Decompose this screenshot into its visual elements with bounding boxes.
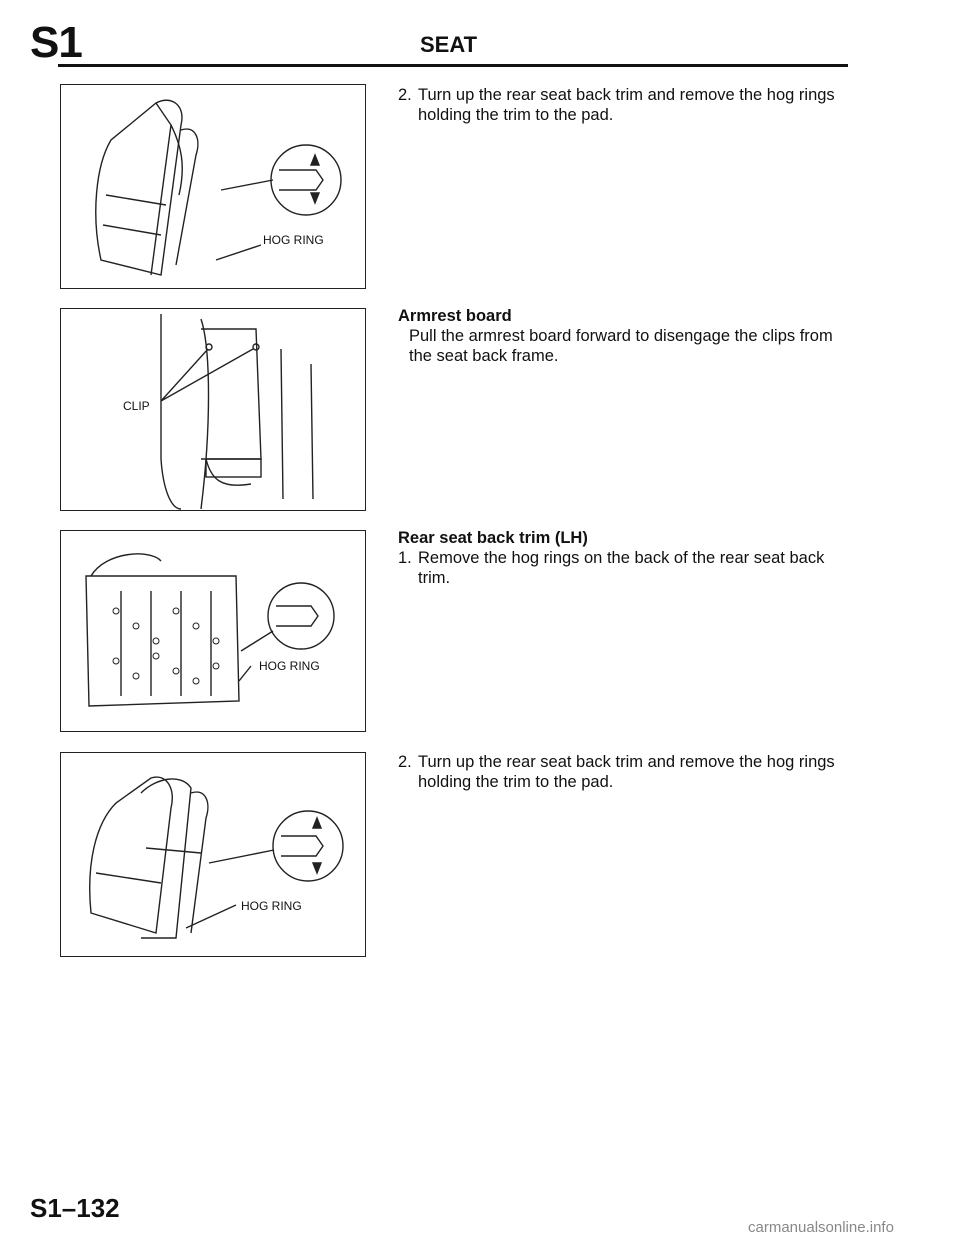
section-heading: Rear seat back trim (LH) — [398, 529, 588, 547]
clip-label: CLIP — [123, 399, 150, 413]
watermark-text: carmanualsonline.info — [748, 1219, 894, 1236]
hog-ring-label: HOG RING — [263, 233, 324, 247]
header-rule — [58, 64, 848, 67]
instruction-block-3: Rear seat back trim (LH) 1. Remove the h… — [398, 528, 848, 588]
instruction-block-2: Armrest board Pull the armrest board for… — [398, 306, 848, 366]
step-text: Turn up the rear seat back trim and remo… — [418, 753, 835, 791]
rear-seat-back-illustration — [85, 553, 335, 707]
section-heading: Armrest board — [398, 307, 512, 325]
step-number: 2. — [398, 753, 412, 771]
step-number: 1. — [398, 549, 412, 567]
section-code: S1 — [30, 18, 83, 67]
instruction-block-4: 2. Turn up the rear seat back trim and r… — [398, 752, 848, 792]
step-number: 2. — [398, 86, 412, 104]
page-number: S1–132 — [30, 1193, 120, 1223]
armrest-illustration — [160, 314, 314, 510]
section-text: Pull the armrest board forward to diseng… — [409, 327, 833, 365]
figure-armrest-clip: CLIP — [60, 308, 366, 511]
figure-rear-seat-back-hog-ring-2: HOG RING — [60, 752, 366, 957]
hog-ring-label: HOG RING — [241, 899, 302, 913]
instruction-block-1: 2. Turn up the rear seat back trim and r… — [398, 85, 848, 125]
figure-rear-seat-back-hog-ring: HOG RING — [60, 530, 366, 732]
rear-seat-back-illustration-2 — [89, 776, 344, 939]
hog-ring-label: HOG RING — [259, 659, 320, 673]
figure-seat-back-hog-ring: HOG RING — [60, 84, 366, 289]
page-title: SEAT — [420, 32, 478, 57]
step-text: Remove the hog rings on the back of the … — [418, 549, 825, 587]
step-text: Turn up the rear seat back trim and remo… — [418, 86, 835, 124]
seat-back-illustration — [95, 99, 342, 276]
